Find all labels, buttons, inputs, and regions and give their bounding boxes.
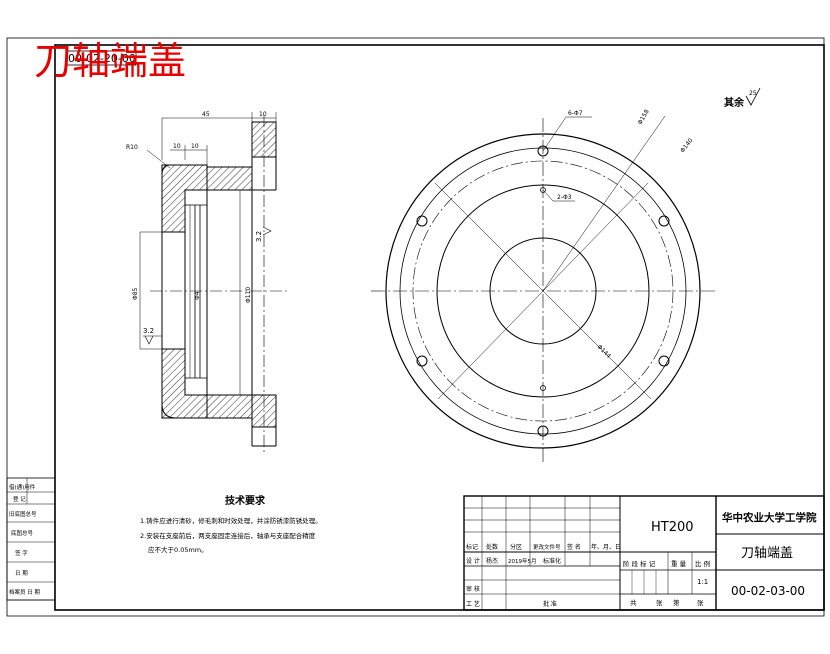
corner-number-box bbox=[65, 50, 137, 66]
dim-dia-4: Φ4 bbox=[194, 291, 201, 300]
svg-text:比 例: 比 例 bbox=[695, 559, 710, 568]
material: HT200 bbox=[651, 520, 694, 535]
svg-text:设 计: 设 计 bbox=[466, 557, 480, 565]
svg-text:重 量: 重 量 bbox=[671, 560, 687, 568]
inner-border bbox=[54, 44, 825, 611]
svg-text:张: 张 bbox=[656, 598, 663, 607]
svg-text:底图总号: 底图总号 bbox=[11, 529, 34, 537]
dim-dia-85: Φ85 bbox=[132, 287, 139, 300]
svg-text:批 准: 批 准 bbox=[543, 600, 557, 608]
plan-view: 6-Φ7 2-Φ3 Φ158 Φ140 Φ144 bbox=[371, 108, 716, 462]
svg-text:工 艺: 工 艺 bbox=[466, 600, 480, 608]
dim-45: 45 bbox=[202, 111, 210, 118]
svg-text:日 期: 日 期 bbox=[15, 570, 28, 577]
scale: 1:1 bbox=[697, 578, 708, 586]
dim-dia-140: Φ140 bbox=[679, 137, 695, 154]
svg-text:处数: 处数 bbox=[486, 543, 498, 551]
technical-notes: 技术要求 1.铸件应进行清砂，修毛刺和时效处理，并涂防锈漆防锈处理。 2.安装在… bbox=[140, 494, 322, 554]
svg-text:借(通)用件: 借(通)用件 bbox=[9, 483, 36, 491]
svg-text:25: 25 bbox=[749, 90, 757, 97]
section-view: 45 10 R10 10 10 Φ85 Φ4 Φ110 3.2 3.2 bbox=[126, 111, 290, 455]
roughness-rest: 其余 25 bbox=[724, 87, 761, 109]
notes-title: 技术要求 bbox=[225, 494, 266, 507]
drawing-title-red: 刀轴端盖 bbox=[34, 39, 186, 83]
bolt-holes bbox=[416, 145, 670, 437]
svg-text:阶 段 标 记: 阶 段 标 记 bbox=[623, 559, 656, 568]
dim-10-a: 10 bbox=[173, 143, 181, 150]
dim-r10: R10 bbox=[126, 144, 138, 151]
svg-text:签 名: 签 名 bbox=[567, 543, 581, 551]
outer-border bbox=[6, 37, 825, 617]
note-item-2: 2.安装在支座前后，两支座固定连接后，轴承与支座配合精度 bbox=[140, 531, 316, 540]
svg-text:旧底图总号: 旧底图总号 bbox=[9, 510, 37, 518]
svg-text:其余: 其余 bbox=[724, 96, 745, 109]
svg-text:更改文件号: 更改文件号 bbox=[533, 543, 561, 551]
section-hatch-bottom bbox=[206, 394, 253, 419]
corner-drawing-number: 00-02-20-00 bbox=[68, 52, 136, 65]
svg-text:年、月、日: 年、月、日 bbox=[591, 543, 621, 551]
svg-text:分区: 分区 bbox=[510, 543, 522, 551]
dim-10-top: 10 bbox=[259, 111, 267, 118]
svg-text:登 记: 登 记 bbox=[13, 495, 26, 503]
svg-text:共: 共 bbox=[630, 598, 637, 607]
part-name: 刀轴端盖 bbox=[741, 546, 793, 561]
roughness-right: 3.2 bbox=[255, 231, 263, 242]
svg-text:签 字: 签 字 bbox=[15, 549, 28, 557]
drawing-number: 00-02-03-00 bbox=[731, 584, 805, 598]
svg-text:2019年5月: 2019年5月 bbox=[508, 557, 537, 565]
svg-text:第: 第 bbox=[673, 598, 680, 607]
svg-text:审 核: 审 核 bbox=[466, 585, 480, 593]
section-hatch-top bbox=[206, 166, 253, 191]
dim-dia-158: Φ158 bbox=[637, 108, 651, 126]
svg-text:标准化: 标准化 bbox=[543, 557, 561, 565]
left-strip: 借(通)用件 登 记 旧底图总号 底图总号 签 字 日 期 档案员 日 期 bbox=[6, 477, 56, 601]
title-block: 标记 处数 分区 更改文件号 签 名 年、月、日 设 计 杨杰 2019年5月 … bbox=[463, 495, 825, 611]
label-2-holes: 2-Φ3 bbox=[557, 194, 572, 201]
school-name: 华中农业大学工学院 bbox=[722, 511, 817, 524]
dim-dia-110: Φ110 bbox=[245, 287, 252, 303]
dim-10-b: 10 bbox=[191, 143, 199, 150]
svg-text:标记: 标记 bbox=[466, 543, 478, 551]
svg-text:杨杰: 杨杰 bbox=[486, 557, 498, 565]
note-item-3: 应不大于0.05mm。 bbox=[148, 545, 208, 554]
roughness-left: 3.2 bbox=[143, 327, 154, 335]
svg-text:档案员 日 期: 档案员 日 期 bbox=[9, 588, 40, 596]
label-6-holes: 6-Φ7 bbox=[568, 110, 583, 117]
svg-text:张: 张 bbox=[697, 598, 704, 607]
note-item-1: 1.铸件应进行清砂，修毛刺和时效处理，并涂防锈漆防锈处理。 bbox=[140, 516, 322, 525]
